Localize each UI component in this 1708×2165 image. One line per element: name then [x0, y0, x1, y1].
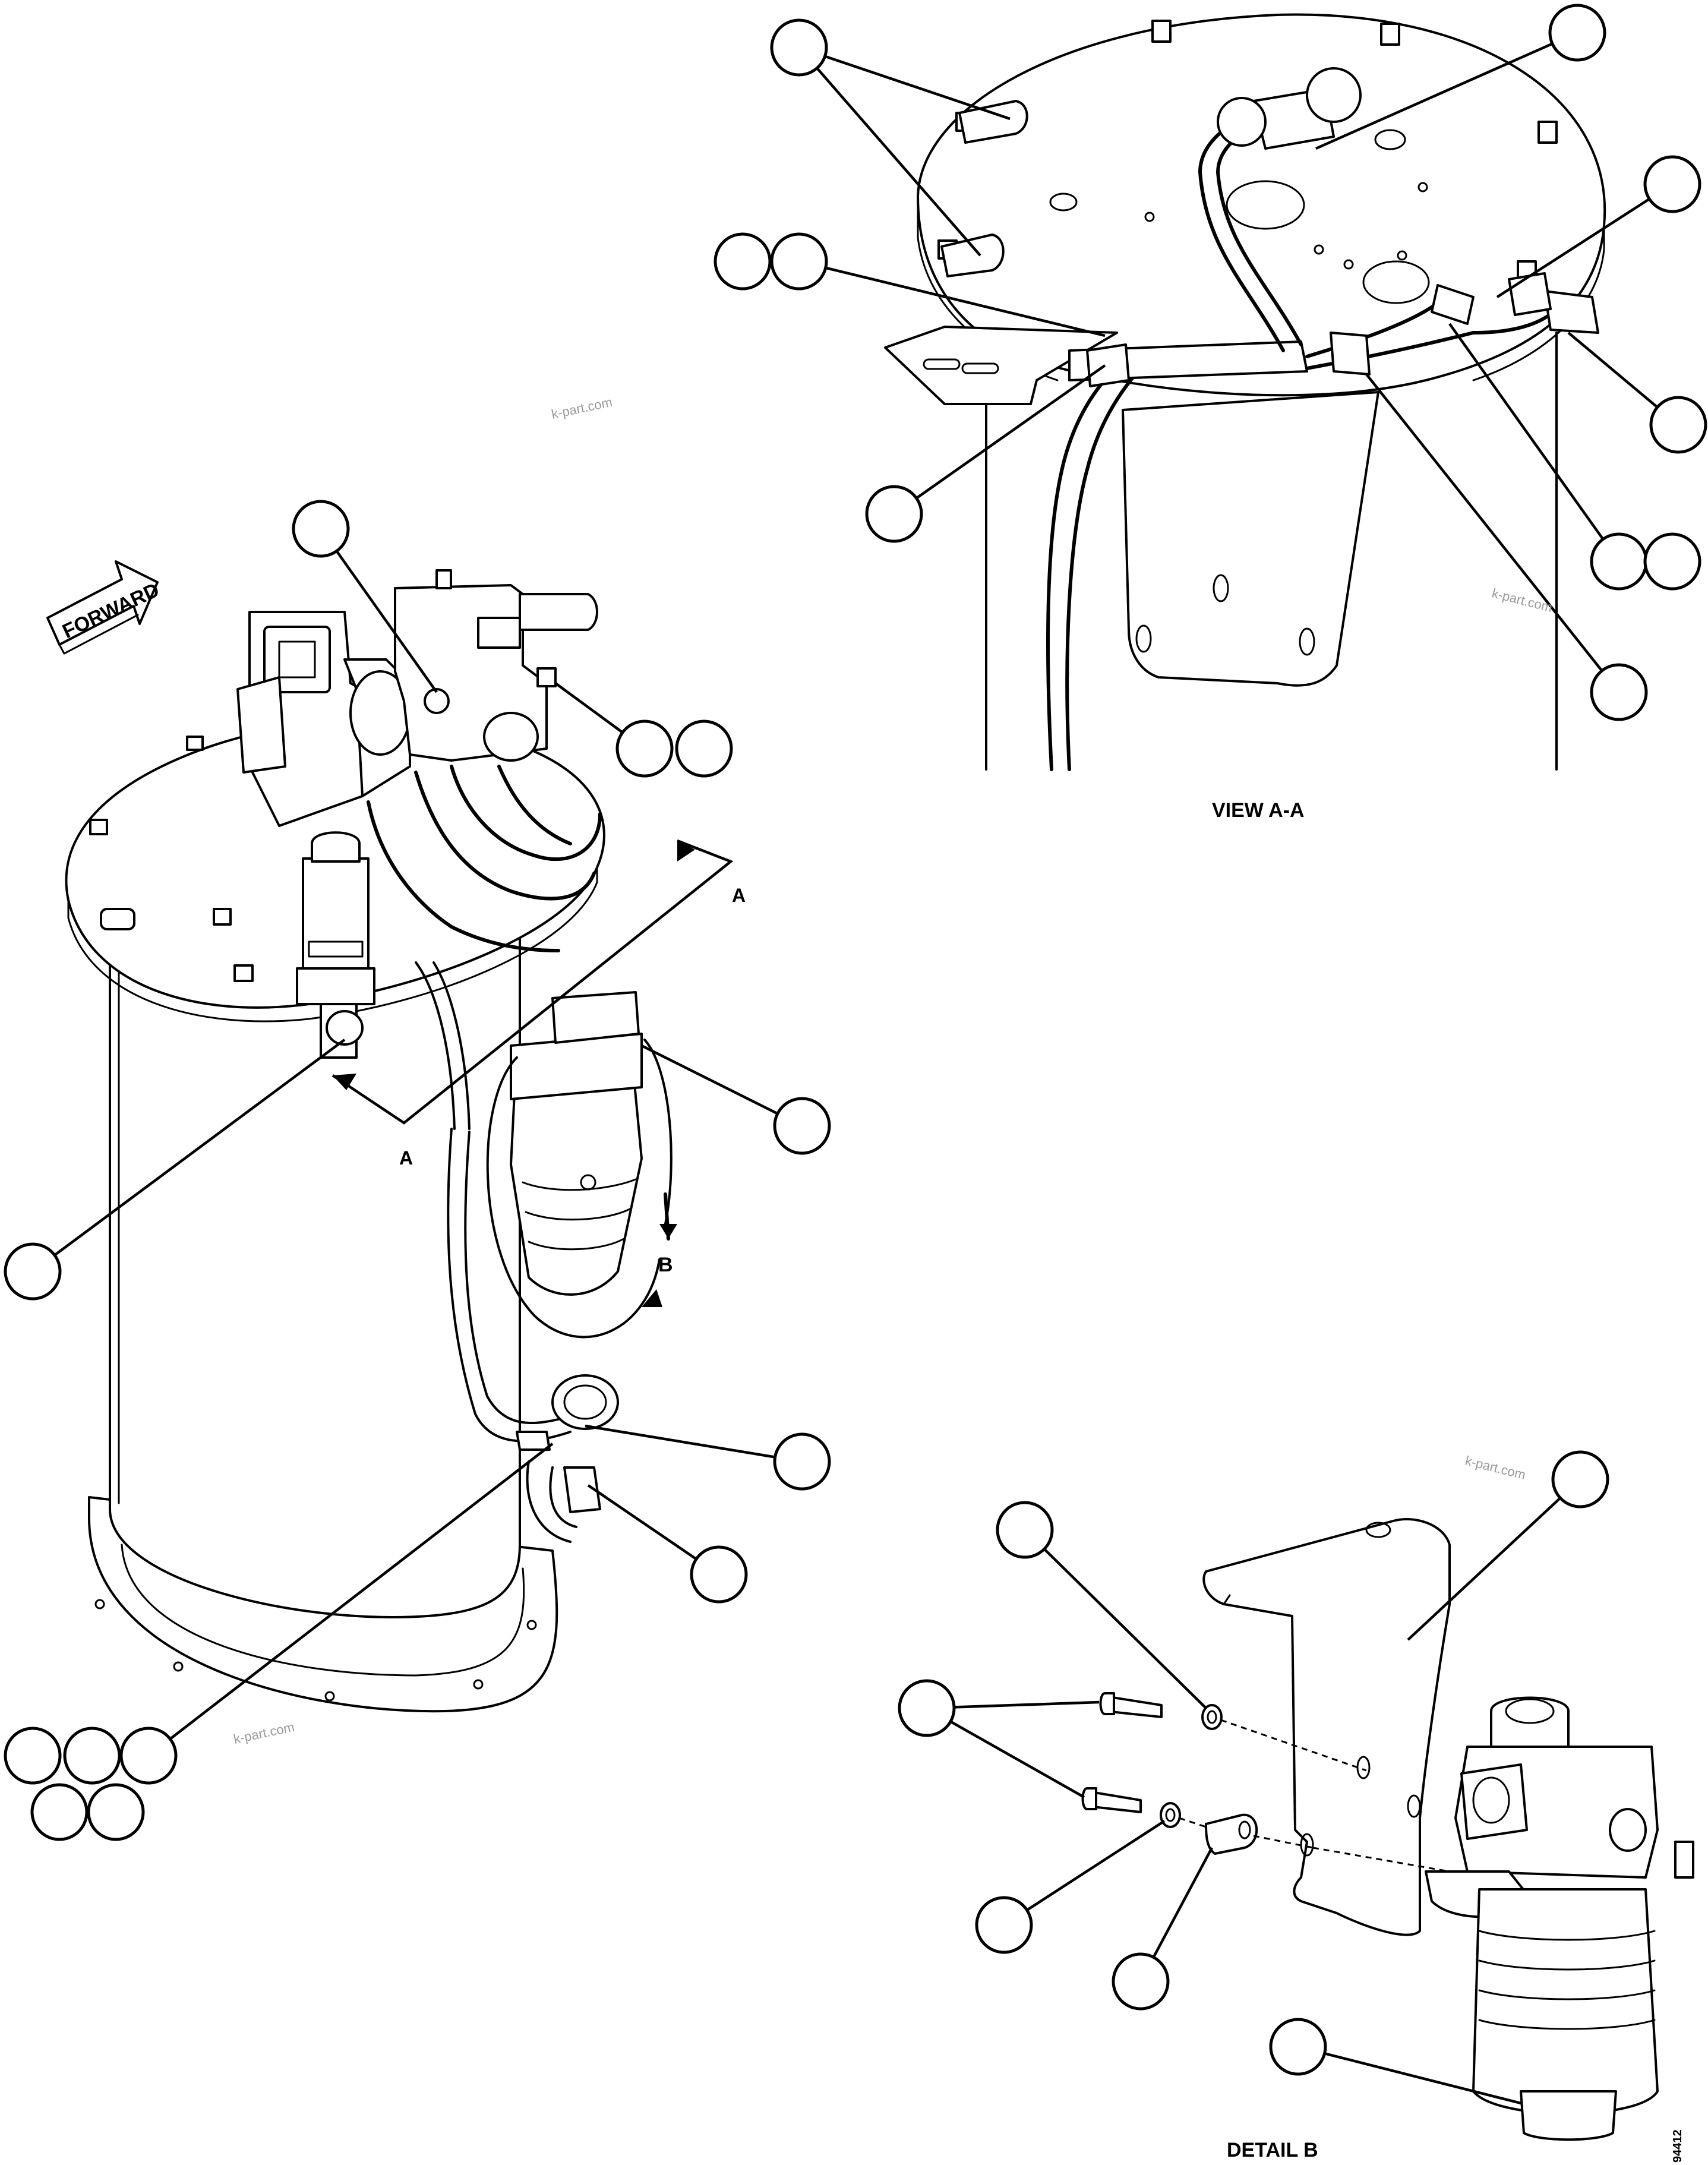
detail-b-label: DETAIL B [1227, 2139, 1318, 2161]
callout-main-7d [30, 1783, 89, 1841]
callout-main-7e [87, 1783, 145, 1841]
watermark-1: k-part.com [550, 395, 614, 422]
callout-main-2a [615, 719, 674, 778]
main-view-callouts [4, 500, 831, 1841]
callout-main-7a [4, 1727, 62, 1785]
callout-main-7b [63, 1727, 121, 1785]
inline-filter [296, 831, 375, 1059]
view-a-a: VIEW A-A [713, 4, 1707, 822]
callout-main-7c [119, 1727, 178, 1785]
watermark-2: k-part.com [1491, 586, 1554, 615]
main-view-tank-assembly: B A A FORWARD [4, 500, 831, 1841]
view-aa-label: VIEW A-A [1212, 799, 1305, 822]
detail-b-circle [486, 1056, 661, 1339]
section-a-label-lower: A [399, 1147, 413, 1169]
callout-main-2b [675, 719, 733, 778]
callout-main-5 [773, 1432, 831, 1491]
detail-b-clip [1205, 1813, 1258, 1855]
drawing-number: 94412 [1671, 2129, 1684, 2163]
callout-aa-6 [865, 485, 923, 543]
callout-b-2 [996, 1501, 1054, 1559]
callout-aa-8 [1590, 663, 1648, 721]
callout-aa-7b [1643, 532, 1701, 591]
detail-b-filter [1425, 1696, 1694, 2141]
callout-aa-4b [770, 232, 828, 291]
detail-b-bracket [1202, 1518, 1451, 1936]
callout-main-1 [292, 500, 350, 558]
watermark-4: k-part.com [232, 1719, 296, 1747]
callout-aa-4a [713, 232, 772, 291]
callout-main-6 [690, 1545, 748, 1604]
section-a-label-upper: A [732, 885, 746, 906]
section-a-line: A A [332, 839, 746, 1169]
washer-upper [1201, 1704, 1223, 1730]
pump-assembly [236, 569, 598, 827]
view-aa-callouts [713, 4, 1707, 721]
callout-main-4 [4, 1242, 62, 1301]
detail-b: DETAIL B 94412 [898, 1450, 1694, 2163]
callout-b-6 [1269, 2018, 1327, 2076]
callout-b-5 [1112, 1952, 1170, 2011]
callout-main-3 [773, 1097, 831, 1155]
washer-lower [1160, 1802, 1181, 1828]
section-b-label: B [658, 1254, 673, 1276]
detail-b-callouts [898, 1450, 1609, 2105]
callout-b-3 [898, 1679, 956, 1737]
callout-b-4 [975, 1896, 1033, 1954]
watermark-3: k-part.com [1464, 1453, 1527, 1482]
callout-b-1 [1551, 1450, 1609, 1508]
callout-aa-3 [1643, 155, 1701, 213]
tank-body [109, 938, 521, 1618]
cover-bolts [89, 736, 254, 982]
detail-b-bolts [1081, 1692, 1163, 1813]
return-filter [510, 991, 643, 1296]
callout-aa-5 [1649, 396, 1707, 454]
callout-aa-2 [1548, 4, 1606, 62]
forward-arrow: FORWARD [46, 560, 163, 655]
callout-aa-7a [1590, 532, 1648, 591]
hoses [367, 765, 602, 1130]
callout-aa-1 [770, 18, 828, 77]
